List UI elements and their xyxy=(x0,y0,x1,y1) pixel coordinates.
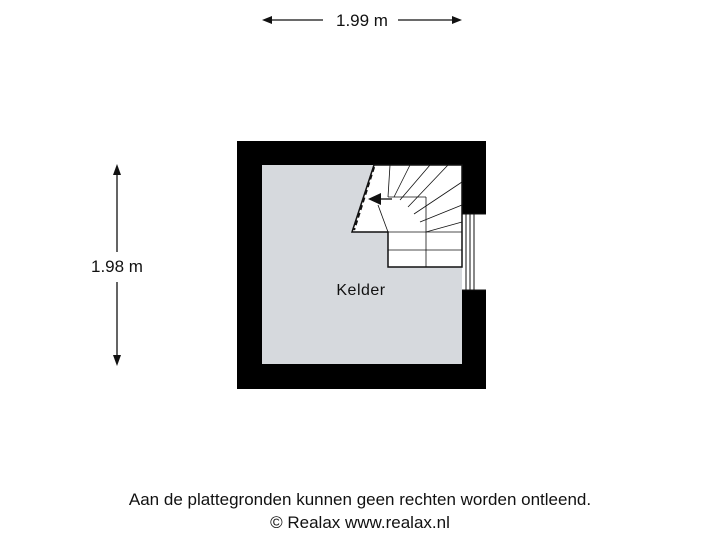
stair-direction-arrow-icon xyxy=(368,193,381,205)
footer-disclaimer: Aan de plattegronden kunnen geen rechten… xyxy=(128,490,592,509)
width-label: 1.99 m xyxy=(336,11,388,30)
height-dimension: 1.98 m xyxy=(91,164,143,366)
arrow-up-icon xyxy=(113,164,121,175)
height-label: 1.98 m xyxy=(91,257,143,276)
room-label: Kelder xyxy=(336,282,385,299)
arrow-left-icon xyxy=(262,16,272,24)
width-dimension: 1.99 m xyxy=(262,11,462,30)
arrow-down-icon xyxy=(113,355,121,366)
arrow-right-icon xyxy=(452,16,462,24)
footer-credit: © Realax www.realax.nl xyxy=(270,513,450,532)
staircase xyxy=(350,164,463,268)
window xyxy=(462,213,486,291)
